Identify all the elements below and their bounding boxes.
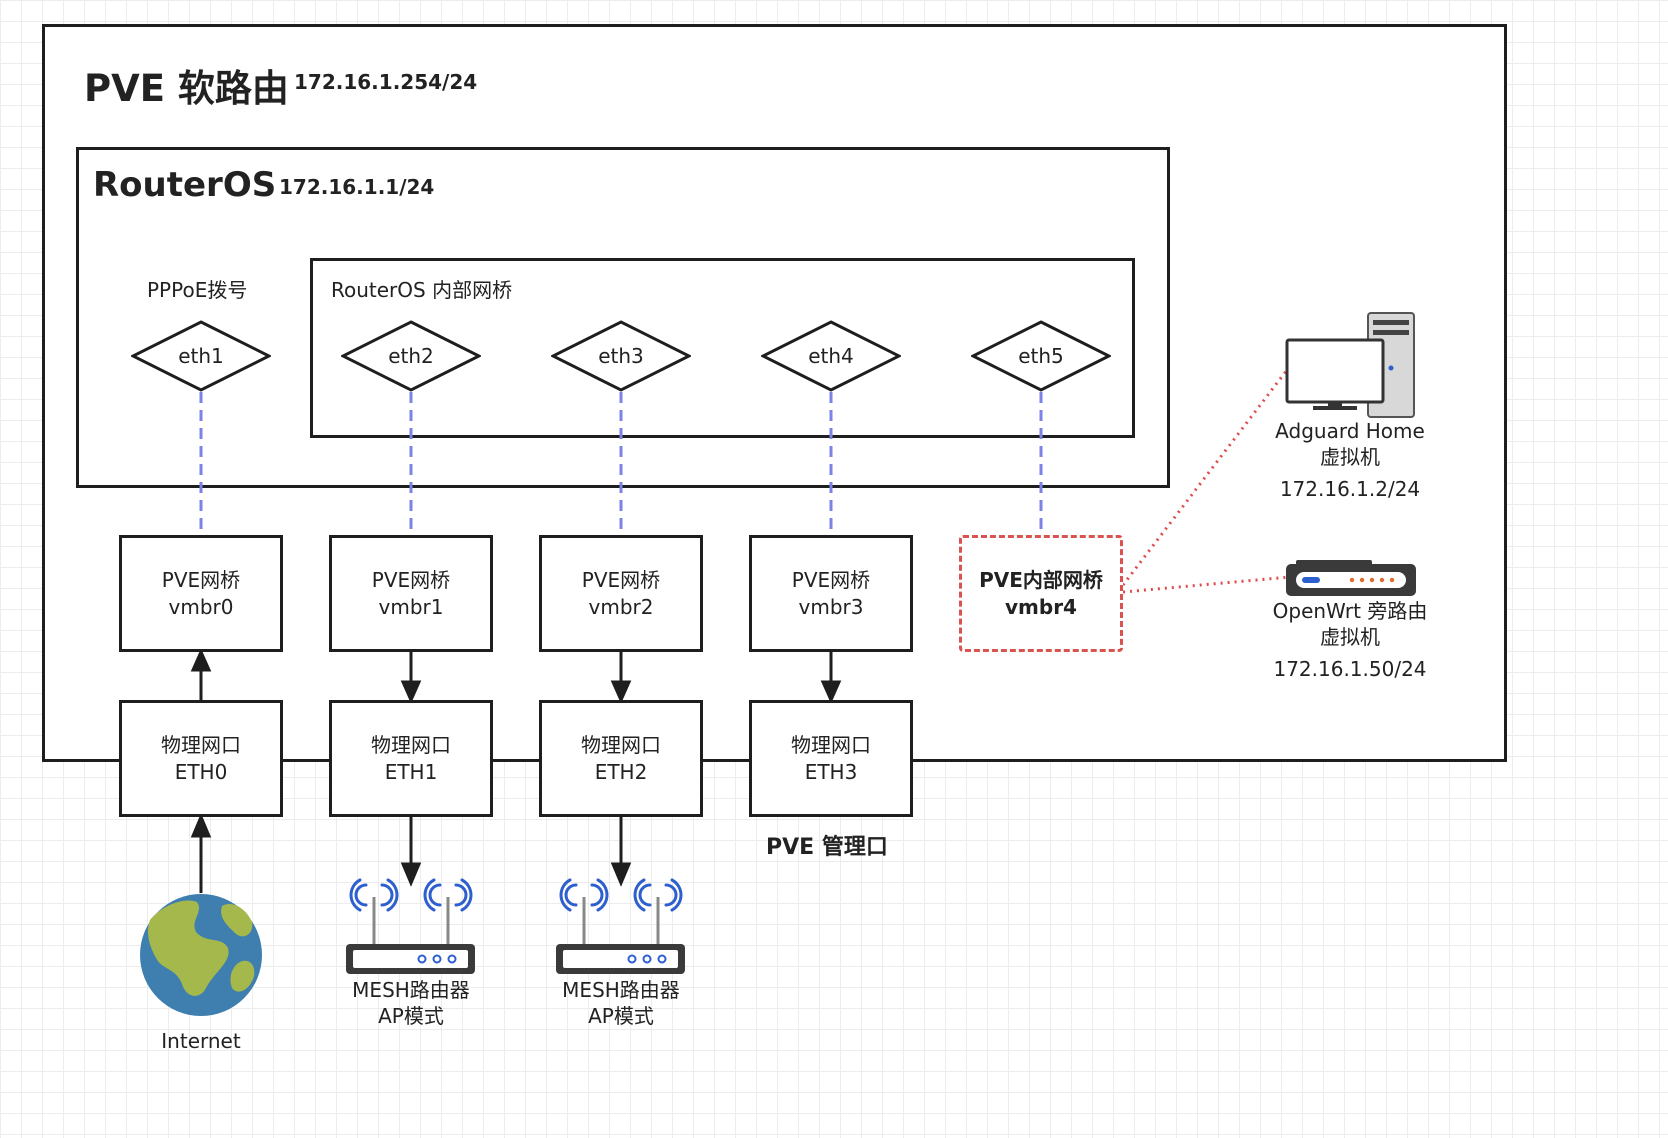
adguard-line2: 虚拟机 (1320, 445, 1380, 469)
eth1-label: eth1 (178, 344, 224, 368)
eth3-port: eth3 (551, 320, 691, 392)
bridge-line1: PVE网桥 (581, 567, 661, 592)
mesh-router-label-2: MESH路由器 AP模式 (541, 977, 701, 1029)
port-line1: 物理网口 (581, 732, 661, 757)
mesh-line2: AP模式 (378, 1004, 444, 1028)
eth2-label: eth2 (388, 344, 434, 368)
openwrt-line2: 虚拟机 (1320, 625, 1380, 649)
port-line2: ETH0 (174, 759, 228, 784)
mesh-line2: AP模式 (588, 1004, 654, 1028)
pppoe-label: PPPoE拨号 (147, 278, 248, 302)
bridge-line2: vmbr0 (168, 594, 234, 619)
adguard-label: Adguard Home 虚拟机 172.16.1.2/24 (1260, 418, 1440, 502)
port-arrows (190, 648, 842, 893)
openwrt-ip: 172.16.1.50/24 (1273, 657, 1427, 681)
pve-bridge-vmbr1: PVE网桥 vmbr1 (329, 535, 493, 652)
bridge-line2: vmbr4 (1005, 594, 1077, 619)
eth5-label: eth5 (1018, 344, 1064, 368)
bridge-line1: PVE内部网桥 (979, 567, 1103, 592)
physical-port-eth3: 物理网口 ETH3 (749, 700, 913, 817)
eth3-label: eth3 (598, 344, 644, 368)
internet-label: Internet (161, 1029, 241, 1053)
bridge-line1: PVE网桥 (371, 567, 451, 592)
routeros-ip: 172.16.1.1/24 (279, 175, 435, 199)
eth2-port: eth2 (341, 320, 481, 392)
eth4-port: eth4 (761, 320, 901, 392)
eth5-port: eth5 (971, 320, 1111, 392)
physical-port-eth0: 物理网口 ETH0 (119, 700, 283, 817)
bridge-line2: vmbr3 (798, 594, 864, 619)
pve-bridge-vmbr3: PVE网桥 vmbr3 (749, 535, 913, 652)
routeros-title: RouterOS (93, 165, 277, 205)
bridge-group-label: RouterOS 内部网桥 (331, 278, 513, 302)
bridge-line2: vmbr1 (378, 594, 444, 619)
eth-links (199, 392, 1043, 535)
physical-port-eth2: 物理网口 ETH2 (539, 700, 703, 817)
pve-internal-bridge-vmbr4: PVE内部网桥 vmbr4 (959, 535, 1123, 652)
bridge-line1: PVE网桥 (161, 567, 241, 592)
port-line1: 物理网口 (161, 732, 241, 757)
pve-bridge-vmbr2: PVE网桥 vmbr2 (539, 535, 703, 652)
adguard-line1: Adguard Home (1275, 419, 1425, 443)
pve-mgmt-label: PVE 管理口 (766, 835, 888, 860)
port-line2: ETH2 (594, 759, 648, 784)
bridge-line1: PVE网桥 (791, 567, 871, 592)
eth4-label: eth4 (808, 344, 854, 368)
pve-bridge-vmbr0: PVE网桥 vmbr0 (119, 535, 283, 652)
bridge-line2: vmbr2 (588, 594, 654, 619)
mesh-line1: MESH路由器 (352, 978, 470, 1002)
port-line2: ETH3 (804, 759, 858, 784)
mesh-line1: MESH路由器 (562, 978, 680, 1002)
openwrt-line1: OpenWrt 旁路由 (1272, 599, 1428, 623)
physical-port-eth1: 物理网口 ETH1 (329, 700, 493, 817)
port-line2: ETH1 (384, 759, 438, 784)
pve-ip: 172.16.1.254/24 (294, 70, 478, 94)
port-line1: 物理网口 (791, 732, 871, 757)
eth1-port: eth1 (131, 320, 271, 392)
openwrt-label: OpenWrt 旁路由 虚拟机 172.16.1.50/24 (1255, 598, 1445, 682)
adguard-ip: 172.16.1.2/24 (1279, 477, 1421, 501)
port-line1: 物理网口 (371, 732, 451, 757)
pve-title: PVE 软路由 (84, 67, 289, 110)
mesh-router-label-1: MESH路由器 AP模式 (331, 977, 491, 1029)
